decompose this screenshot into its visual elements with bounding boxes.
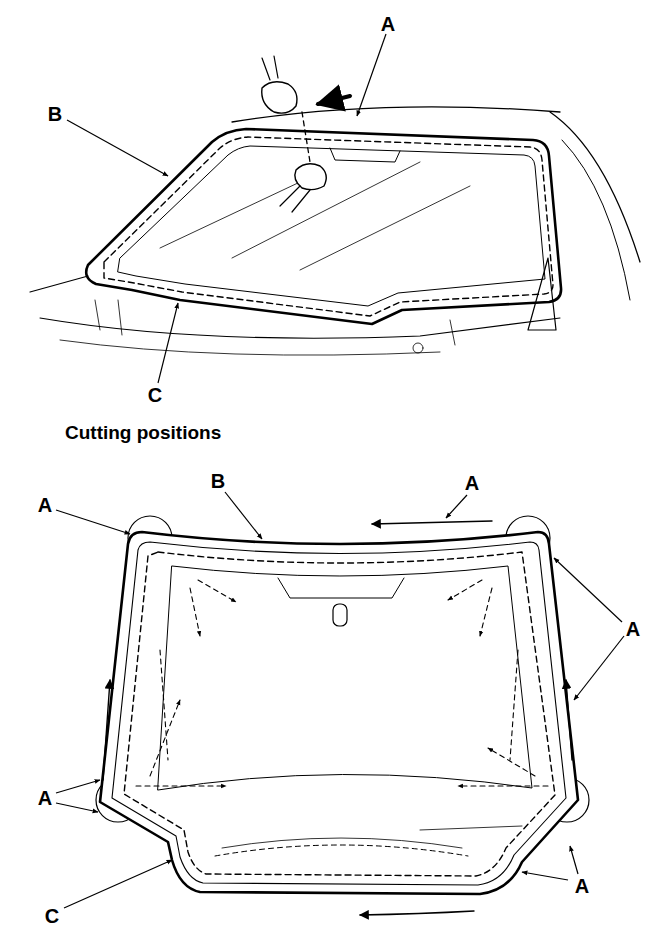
callout-letter: B [211, 471, 225, 491]
callout-letter: A [381, 14, 395, 34]
callout-letter: B [48, 104, 62, 124]
callout-letter: A [575, 876, 589, 896]
callout-letter: C [148, 385, 162, 405]
leader-lines [56, 34, 624, 908]
section-caption: Cutting positions [65, 423, 221, 442]
callout-letter: A [465, 473, 479, 493]
callout-letter: C [45, 906, 59, 926]
callout-letter: A [38, 495, 52, 515]
callout-letter: A [626, 619, 640, 639]
callout-letter: A [38, 788, 52, 808]
